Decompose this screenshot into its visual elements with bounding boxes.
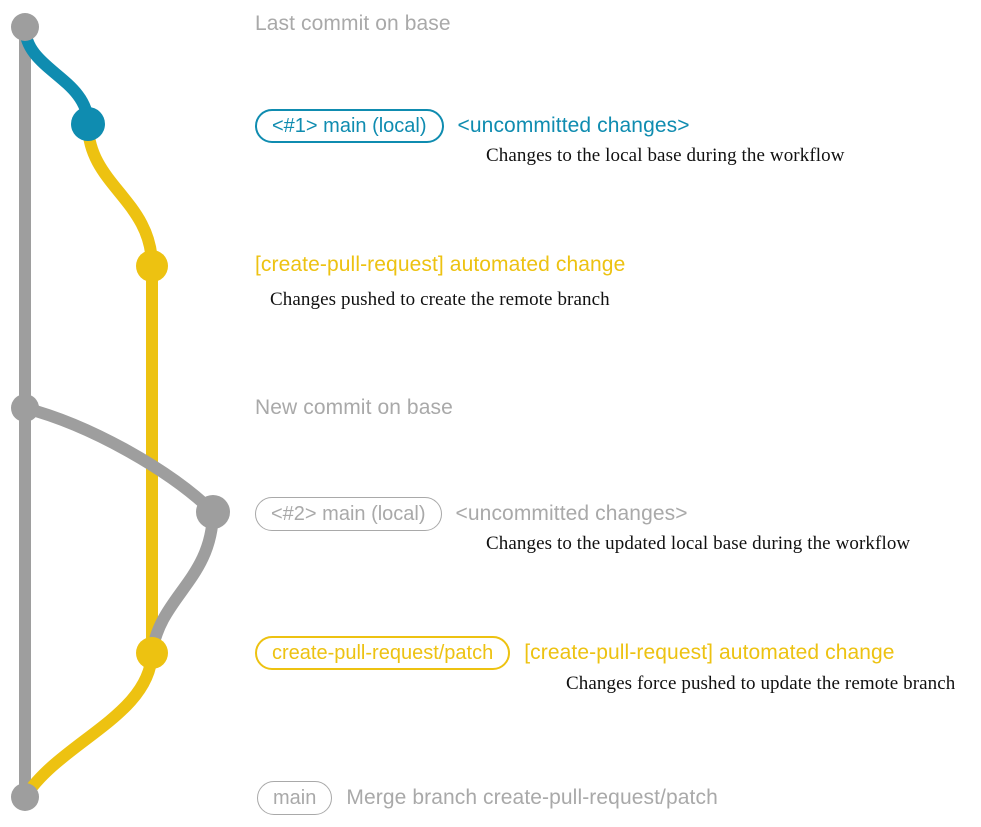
edge-local-change-2-to-automated-change-2	[146, 506, 219, 659]
automated-change-1-node[interactable]	[136, 250, 168, 282]
ref-badge-main-local-1[interactable]: <#1> main (local)	[255, 109, 444, 143]
row-local-change-1: <#1> main (local) <uncommitted changes>	[255, 109, 690, 143]
row-automated-change-2: create-pull-request/patch [create-pull-r…	[255, 636, 895, 670]
subject-uncommitted-changes-1: <uncommitted changes>	[457, 114, 690, 137]
row-local-change-2: <#2> main (local) <uncommitted changes>	[255, 497, 688, 531]
base-commit-new-node[interactable]	[11, 394, 39, 422]
last-commit-on-base-label: Last commit on base	[255, 12, 451, 35]
row-last-commit-on-base: Last commit on base	[255, 12, 451, 36]
row-merge-commit: main Merge branch create-pull-request/pa…	[257, 781, 718, 815]
subject-automated-change-2: [create-pull-request] automated change	[524, 641, 895, 664]
subject-uncommitted-changes-2: <uncommitted changes>	[455, 502, 688, 525]
subject-merge-branch: Merge branch create-pull-request/patch	[346, 786, 718, 809]
automated-change-2-node[interactable]	[136, 637, 168, 669]
ref-badge-main[interactable]: main	[257, 781, 333, 815]
description-local-change-2: Changes to the updated local base during…	[486, 533, 911, 554]
local-change-1-node[interactable]	[71, 107, 105, 141]
row-new-commit-on-base: New commit on base	[255, 396, 453, 420]
ref-badge-create-pull-request-patch[interactable]: create-pull-request/patch	[255, 636, 511, 670]
base-commit-top-node[interactable]	[11, 13, 39, 41]
new-commit-on-base-label: New commit on base	[255, 396, 453, 419]
description-automated-change-1: Changes pushed to create the remote bran…	[270, 289, 610, 310]
ref-badge-main-local-2[interactable]: <#2> main (local)	[255, 497, 442, 531]
edge-local-change-1-to-automated-change-1	[82, 118, 158, 272]
row-automated-change-1: [create-pull-request] automated change	[255, 253, 625, 277]
edge-automated-change-2-to-merge	[19, 647, 158, 803]
local-change-2-node[interactable]	[196, 495, 230, 529]
description-automated-change-2: Changes force pushed to update the remot…	[566, 673, 956, 694]
subject-automated-change-1: [create-pull-request] automated change	[255, 253, 626, 276]
edge-base-to-local-change-2	[19, 402, 219, 518]
description-local-change-1: Changes to the local base during the wor…	[486, 145, 845, 166]
merge-commit-node[interactable]	[11, 783, 39, 811]
